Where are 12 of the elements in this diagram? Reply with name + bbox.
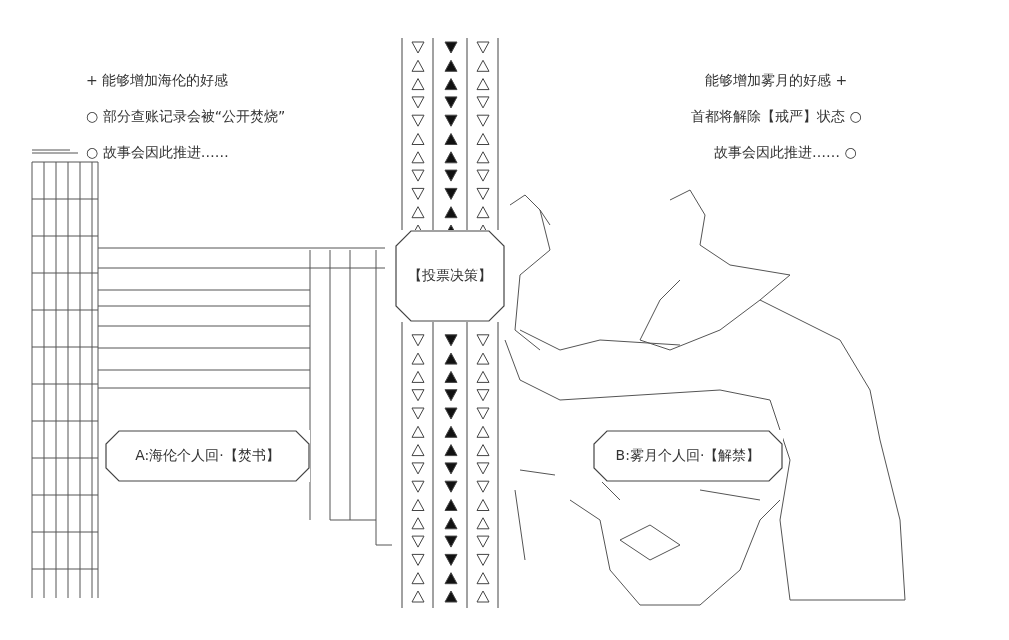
outcome-note: ○ 部分查账记录会被“公开焚烧” [86, 108, 286, 126]
node-text: B:雾月个人回·【解禁】 [615, 447, 761, 465]
octagon-box [105, 430, 310, 482]
octagon-box [593, 430, 783, 482]
outcome-note: 首都将解除【戒严】状态 ○ [691, 108, 862, 126]
octagon-box [395, 230, 505, 322]
outcome-note: 能够增加雾月的好感 + [705, 72, 848, 90]
outcome-note: ○ 故事会因此推进…… [86, 144, 229, 162]
outcome-note: + 能够增加海伦的好感 [86, 72, 229, 90]
node-text: 【投票决策】 [408, 267, 492, 285]
node-text: A:海伦个人回·【焚书】 [135, 447, 280, 465]
outcome-note: 故事会因此推进…… ○ [714, 144, 857, 162]
